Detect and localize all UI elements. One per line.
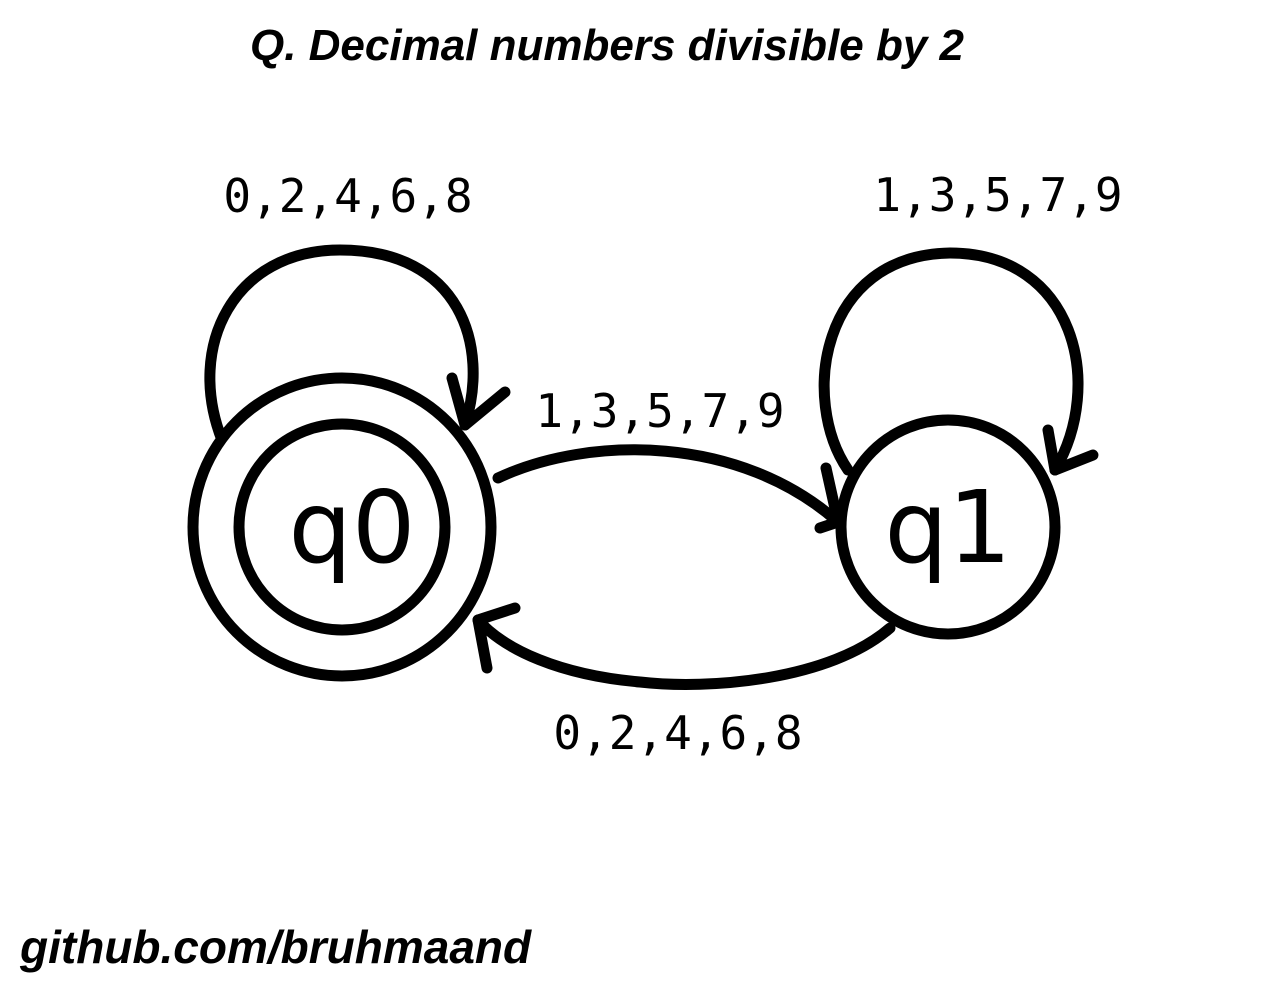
state-q1-circle bbox=[835, 414, 1061, 640]
label-edge-q0-to-q1: 1,3,5,7,9 bbox=[535, 384, 784, 438]
edge-q0-to-q1 bbox=[492, 444, 844, 528]
state-q0-inner-ring bbox=[233, 418, 451, 636]
state-q1-label: q1 bbox=[884, 469, 1011, 586]
footer-credit: github.com/bruhmaand bbox=[19, 921, 532, 973]
self-loop-q1 bbox=[818, 247, 1084, 476]
label-self-loop-q0: 0,2,4,6,8 bbox=[223, 169, 472, 223]
edge-q1-to-q0-arrowhead bbox=[472, 602, 521, 674]
edge-q1-to-q0 bbox=[472, 614, 896, 690]
label-self-loop-q1: 1,3,5,7,9 bbox=[873, 168, 1122, 222]
label-edge-q1-to-q0: 0,2,4,6,8 bbox=[553, 706, 802, 760]
self-loop-q0-arrowhead bbox=[446, 372, 511, 431]
diagram-title: Q. Decimal numbers divisible by 2 bbox=[250, 21, 965, 70]
state-q0-label: q0 bbox=[288, 469, 415, 586]
self-loop-q0 bbox=[204, 244, 479, 446]
self-loop-q1-arrowhead bbox=[1042, 424, 1099, 476]
